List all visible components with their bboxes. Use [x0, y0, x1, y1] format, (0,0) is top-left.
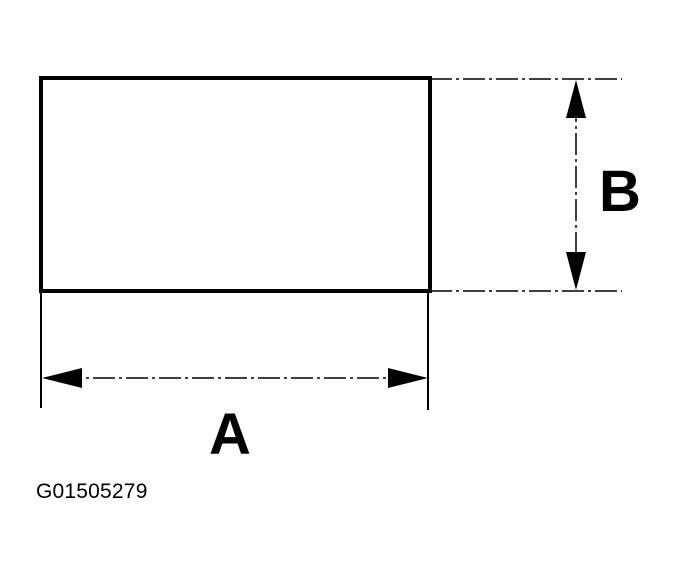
dimension-label-b: B [599, 159, 641, 224]
arrowhead-b-top [566, 80, 586, 118]
arrowhead-b-bottom [566, 252, 586, 290]
dimension-label-a: A [209, 402, 251, 467]
arrowhead-a-right [388, 368, 428, 388]
arrowhead-a-left [42, 368, 82, 388]
figure-id: G01505279 [36, 480, 148, 503]
rectangle-outline [39, 76, 432, 293]
